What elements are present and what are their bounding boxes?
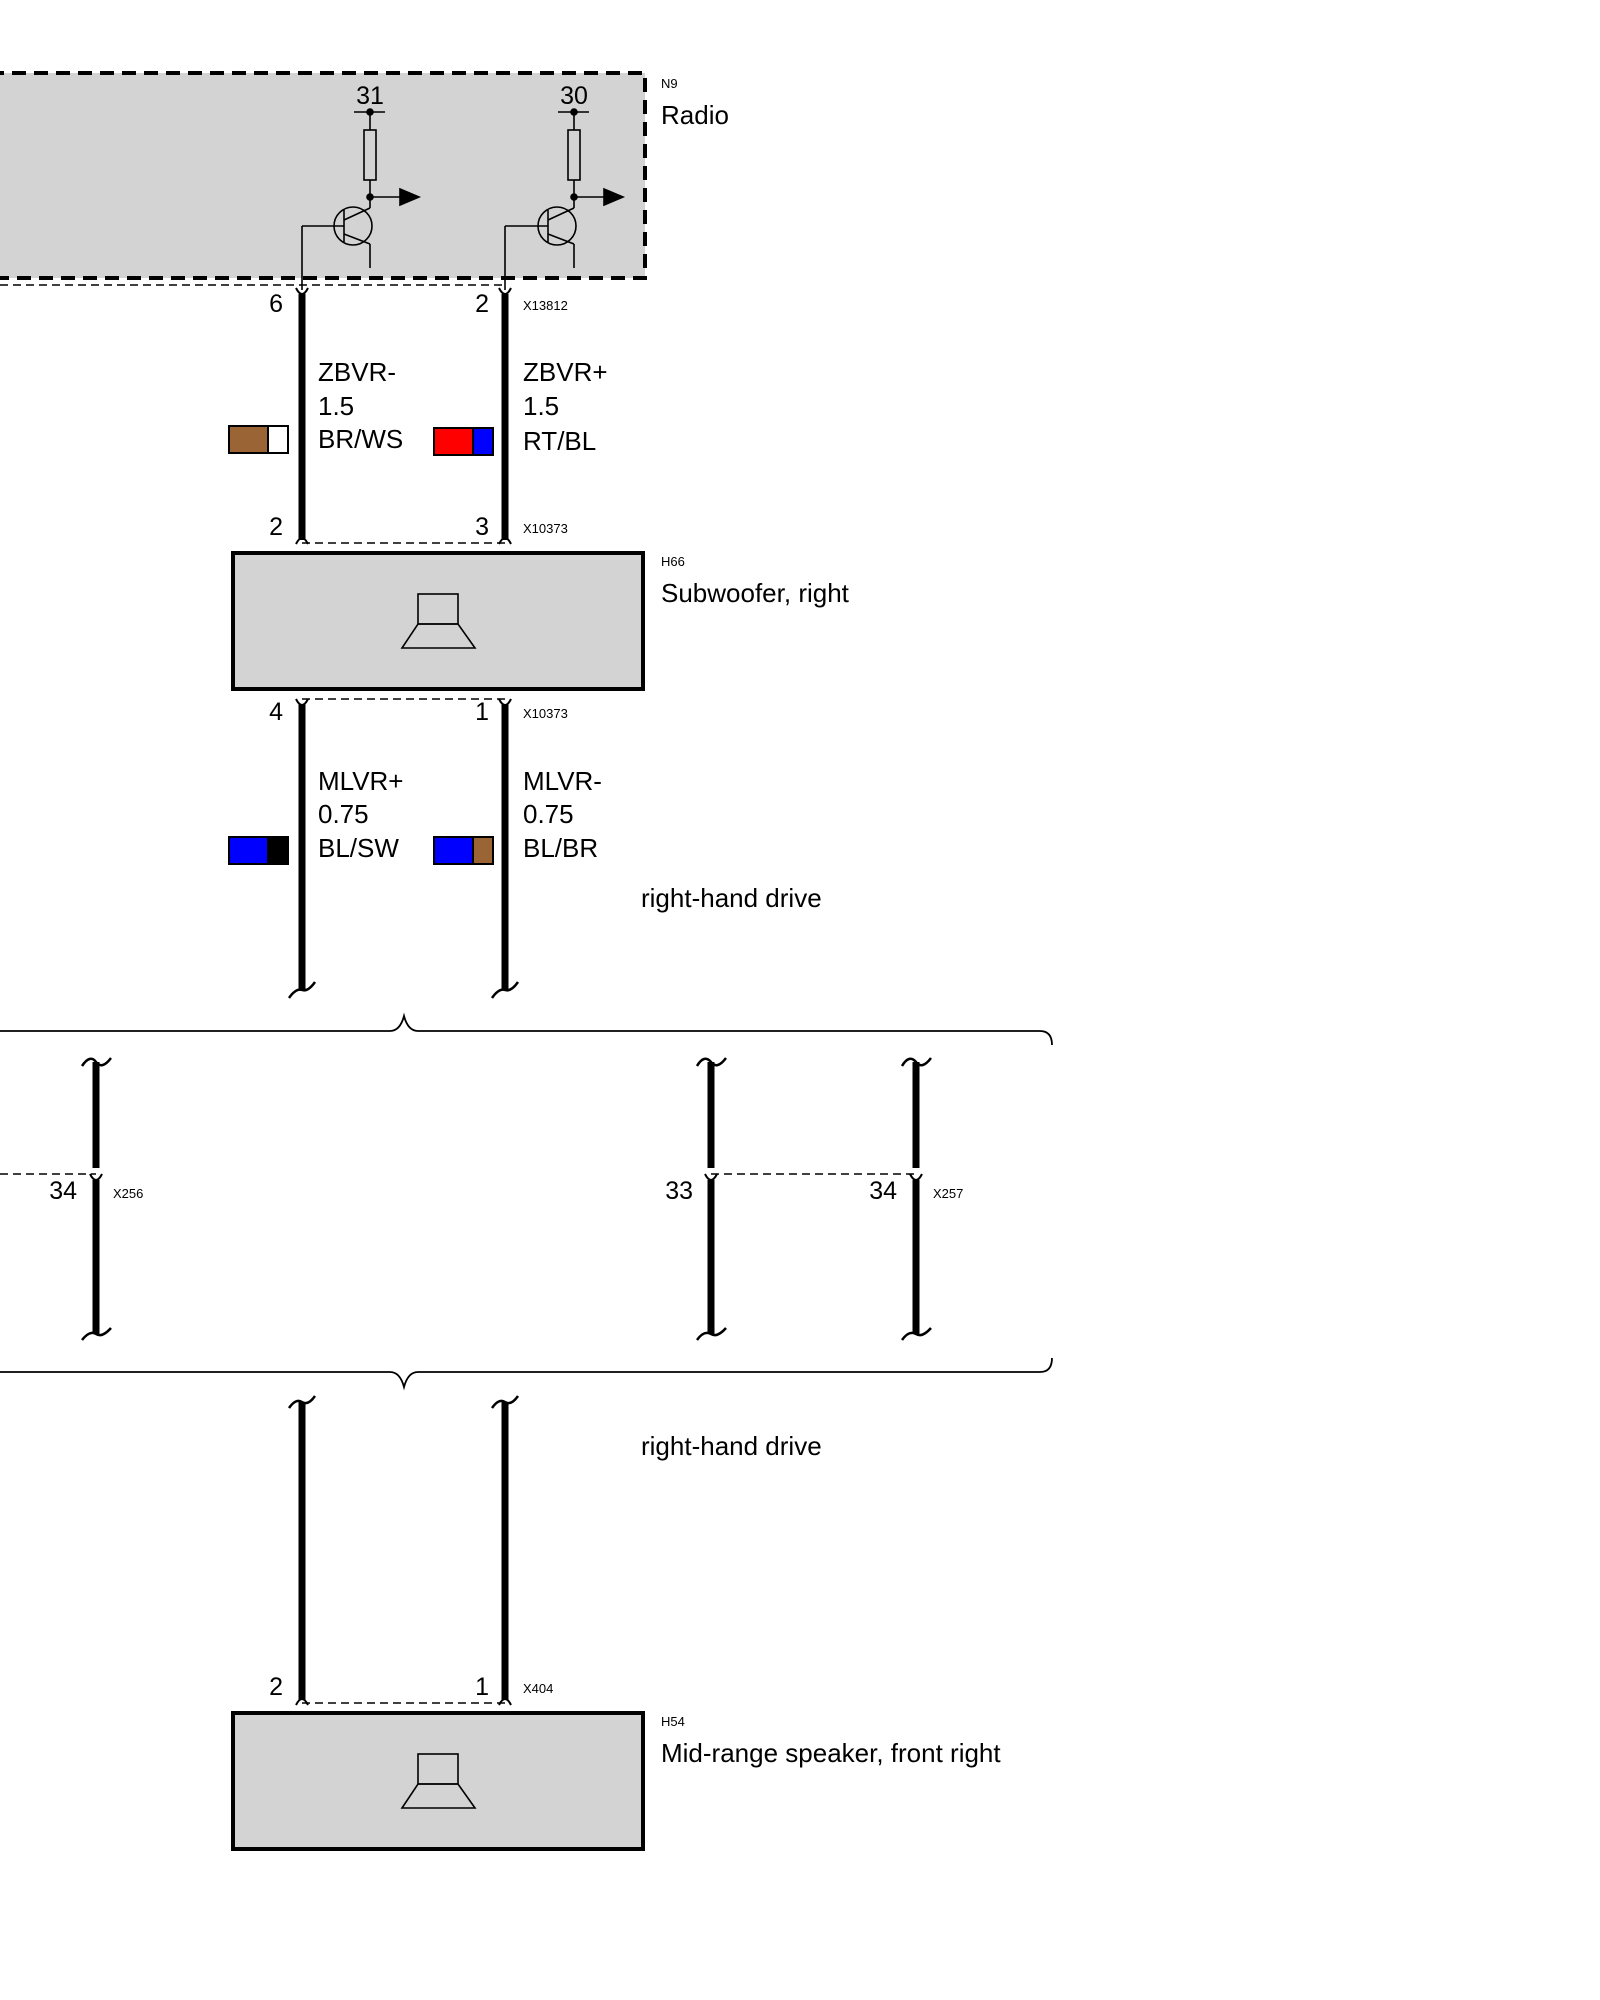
wire-break-1 (287, 981, 317, 999)
wire-2-color: RT/BL (523, 426, 596, 456)
radio-name: Radio (661, 100, 729, 130)
wire-3-color-swatch (228, 836, 289, 865)
x256-label: X256 (113, 1186, 143, 1201)
wire-break-x257a-bottom (695, 1327, 727, 1341)
pin-cap-x256-34 (89, 1173, 103, 1181)
x10373-pin-4: 4 (269, 698, 283, 726)
wire-3-color: BL/SW (318, 833, 399, 863)
wire-4-gauge: 0.75 (523, 799, 574, 829)
wire-2-gauge: 1.5 (523, 391, 559, 421)
pin-cap-x257-33 (704, 1173, 718, 1181)
wire-2-signal: ZBVR+ (523, 357, 608, 387)
speaker-icon (400, 593, 477, 649)
wire-4-color: BL/BR (523, 833, 598, 863)
wire-2-color-swatch (433, 427, 494, 456)
wire-3-gauge: 0.75 (318, 799, 369, 829)
x13812-pin-2: 2 (475, 290, 489, 318)
variant-brace-bottom (0, 1357, 1053, 1391)
x10373-pin-1: 1 (475, 698, 489, 726)
note-right-hand-drive-top: right-hand drive (641, 883, 822, 913)
wire-4-signal: MLVR- (523, 766, 602, 796)
subwoofer-name: Subwoofer, right (661, 578, 850, 608)
x257-pin-33: 33 (665, 1177, 693, 1205)
radio-terminal-31: 31 (356, 82, 384, 110)
radio-module (0, 71, 647, 286)
x10373-pin-2: 2 (269, 513, 283, 541)
x13812-pin-6: 6 (269, 290, 283, 318)
radio-terminal-30: 30 (560, 82, 588, 110)
output-stage-31 (301, 108, 422, 290)
x10373-top-label: X10373 (523, 521, 568, 536)
x257-pin-34: 34 (869, 1177, 897, 1205)
wire-4-color-swatch (433, 836, 494, 865)
wire-1-gauge: 1.5 (318, 391, 354, 421)
x257-label: X257 (933, 1186, 963, 1201)
subwoofer-box (231, 551, 645, 691)
x256-pin-34: 34 (49, 1177, 77, 1205)
x10373-pin-3: 3 (475, 513, 489, 541)
x10373-bottom-label: X10373 (523, 706, 568, 721)
wire-1-color-swatch (228, 425, 289, 454)
wire-break-x257b-bottom (900, 1327, 932, 1341)
pin-cap-x404-1 (498, 1698, 512, 1706)
output-stage-30 (504, 108, 626, 290)
pin-cap-x257-34 (909, 1173, 923, 1181)
x404-pin-1: 1 (475, 1673, 489, 1701)
subwoofer-id: H66 (661, 554, 685, 569)
x404-pin-2: 2 (269, 1673, 283, 1701)
wire-break-x256-bottom (81, 1327, 112, 1341)
wire-1-color: BR/WS (318, 424, 403, 454)
wire-1-signal: ZBVR- (318, 357, 396, 387)
variant-brace-top (0, 1012, 1053, 1046)
x13812-label: X13812 (523, 298, 568, 313)
x404-label: X404 (523, 1681, 553, 1696)
speaker-icon (400, 1753, 477, 1809)
midrange-name: Mid-range speaker, front right (661, 1738, 1001, 1768)
midrange-id: H54 (661, 1714, 685, 1729)
note-right-hand-drive-bottom: right-hand drive (641, 1431, 822, 1461)
wire-break-2 (490, 981, 520, 999)
pin-cap-x404-2 (295, 1698, 309, 1706)
radio-id: N9 (661, 76, 678, 91)
midrange-speaker-box (231, 1711, 645, 1851)
wire-3-signal: MLVR+ (318, 766, 404, 796)
